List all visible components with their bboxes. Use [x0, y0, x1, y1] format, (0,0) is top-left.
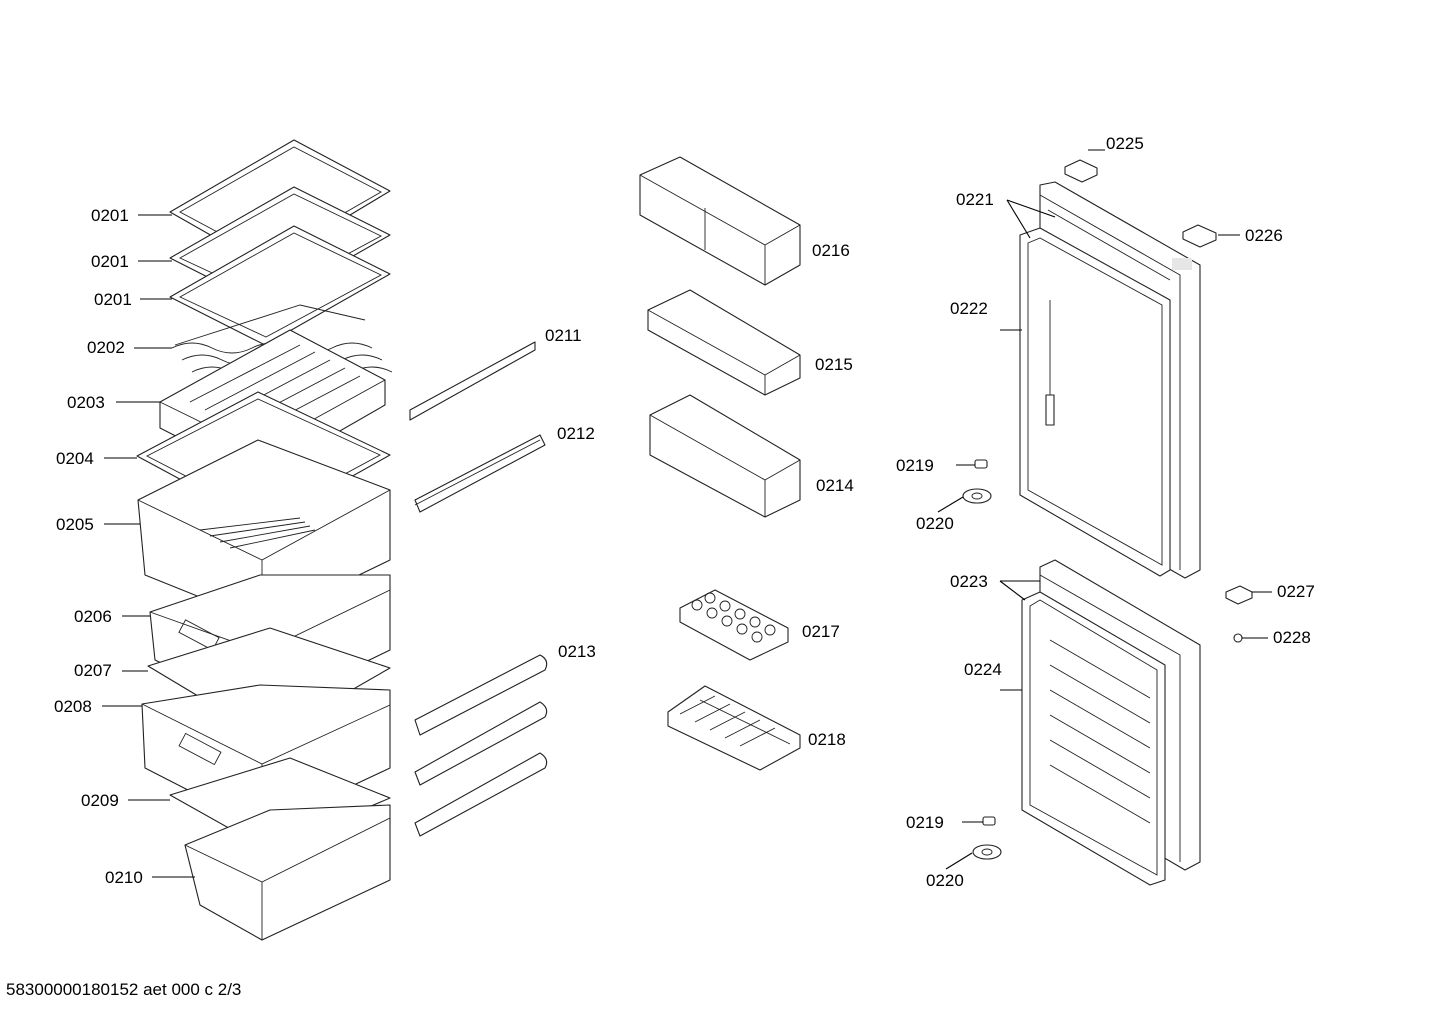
label-0221: 0221 [956, 190, 994, 209]
label-0226: 0226 [1245, 226, 1283, 245]
plug [1233, 633, 1243, 643]
label-0206: 0206 [74, 607, 112, 626]
label-0208: 0208 [54, 697, 92, 716]
label-0212: 0212 [557, 424, 595, 443]
label-0224: 0224 [964, 660, 1002, 679]
label-0220-a: 0220 [916, 514, 954, 533]
hinge-pin-2 [982, 816, 996, 826]
hinge-pin-1 [974, 459, 988, 469]
drawer-rail-3 [414, 752, 548, 837]
door-shelf-small [647, 289, 801, 396]
freezer-drawer-3 [184, 804, 391, 941]
label-0201-c: 0201 [94, 290, 132, 309]
label-0227: 0227 [1277, 582, 1315, 601]
label-0216: 0216 [812, 241, 850, 260]
hinge-cover-1 [1064, 159, 1098, 183]
ice-cube-tray [667, 685, 801, 771]
label-0225: 0225 [1106, 134, 1144, 153]
hinge-bushing-1 [962, 488, 992, 504]
label-0213: 0213 [558, 642, 596, 661]
label-0204: 0204 [56, 449, 94, 468]
cover-block [1225, 585, 1253, 605]
label-0218: 0218 [808, 730, 846, 749]
hinge-cover-2 [1182, 224, 1217, 248]
label-0223: 0223 [950, 572, 988, 591]
document-footer: 58300000180152 aet 000 c 2/3 [6, 980, 242, 999]
label-0205: 0205 [56, 515, 94, 534]
label-0201-b: 0201 [91, 252, 129, 271]
fridge-door-gasket [1019, 227, 1171, 577]
label-0211: 0211 [545, 326, 582, 345]
callout-labels: 0201 0201 0201 0202 0203 0204 0205 0206 … [54, 134, 1315, 890]
freezer-door-gasket [1021, 591, 1166, 886]
egg-tray [679, 589, 789, 661]
shelf-rail-2 [414, 434, 546, 513]
shelf-rail [409, 341, 536, 421]
label-0203: 0203 [67, 393, 105, 412]
label-0222: 0222 [950, 299, 988, 318]
label-0217: 0217 [802, 622, 840, 641]
leader-lines [102, 149, 1272, 878]
label-0214: 0214 [816, 476, 854, 495]
door-shelf-with-lid [639, 156, 801, 286]
label-0215: 0215 [815, 355, 853, 374]
drawer-rail-1 [414, 654, 548, 736]
label-0210: 0210 [105, 868, 143, 887]
label-0201-a: 0201 [91, 206, 129, 225]
label-0228: 0228 [1273, 628, 1311, 647]
label-0219-a: 0219 [896, 456, 934, 475]
drawer-rail-2 [414, 701, 548, 786]
label-0220-b: 0220 [926, 871, 964, 890]
glass-shelf-3 [169, 225, 391, 346]
label-0207: 0207 [74, 661, 112, 680]
door-shelf-large [649, 394, 801, 518]
hinge-bushing-2 [972, 844, 1002, 860]
label-0209: 0209 [81, 791, 119, 810]
label-0202: 0202 [87, 338, 125, 357]
label-0219-b: 0219 [906, 813, 944, 832]
